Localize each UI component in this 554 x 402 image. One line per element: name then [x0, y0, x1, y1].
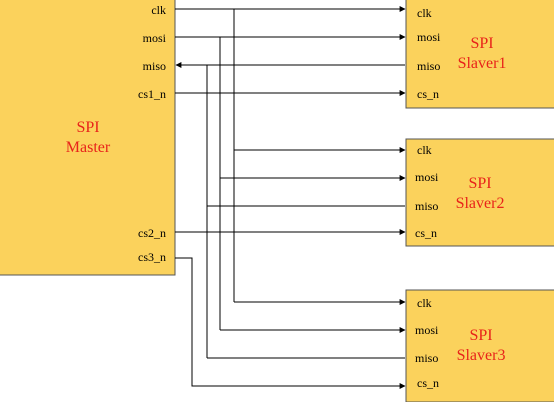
spi-slave3-block: clk mosi miso cs_n SPI Slaver3 — [405, 289, 554, 402]
master-port-mosi: mosi — [143, 31, 167, 45]
slave1-port-cs: cs_n — [417, 87, 439, 101]
slave3-port-clk: clk — [417, 296, 432, 310]
slave2-box — [405, 138, 554, 247]
slave3-port-miso: miso — [415, 351, 438, 365]
slave2-title-line2: Slaver2 — [456, 195, 505, 212]
wires — [175, 6, 406, 389]
slave1-title-line2: Slaver1 — [458, 55, 507, 72]
slave3-port-cs: cs_n — [417, 376, 439, 390]
wire-cs3 — [175, 257, 406, 389]
slave2-title-line1: SPI — [468, 175, 491, 192]
slave1-title-line1: SPI — [470, 35, 493, 52]
slave3-title-line2: Slaver3 — [457, 347, 506, 364]
master-box — [0, 0, 176, 276]
slave3-title-line1: SPI — [469, 327, 492, 344]
spi-slave1-block: clk mosi miso cs_n SPI Slaver1 — [405, 0, 554, 109]
slave1-port-miso: miso — [417, 59, 440, 73]
slave1-port-clk: clk — [417, 6, 432, 20]
master-port-cs2: cs2_n — [138, 226, 166, 240]
slave2-port-miso: miso — [415, 199, 438, 213]
slave1-box — [405, 0, 554, 109]
spi-master-block: clk mosi miso cs1_n cs2_n cs3_n SPI Mast… — [0, 0, 176, 276]
slave2-port-mosi: mosi — [415, 170, 439, 184]
master-port-cs3: cs3_n — [138, 250, 166, 264]
master-port-miso: miso — [143, 59, 166, 73]
master-title-line1: SPI — [76, 119, 99, 136]
slave3-box — [405, 289, 554, 402]
master-title-line2: Master — [66, 139, 111, 156]
spi-slave2-block: clk mosi miso cs_n SPI Slaver2 — [405, 138, 554, 247]
slave3-port-mosi: mosi — [415, 323, 439, 337]
master-port-cs1: cs1_n — [138, 87, 166, 101]
slave1-port-mosi: mosi — [417, 30, 441, 44]
slave2-port-cs: cs_n — [415, 226, 437, 240]
master-port-clk: clk — [151, 3, 166, 17]
slave2-port-clk: clk — [417, 143, 432, 157]
